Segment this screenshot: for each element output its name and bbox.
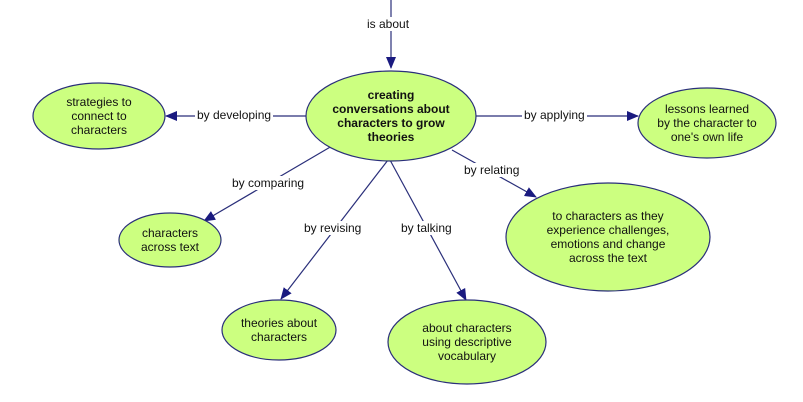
node-lessons (637, 87, 777, 159)
node-strategies-text: strategies to connect to characters (66, 95, 132, 137)
node-relating-target (505, 182, 711, 292)
node-across-text-text: characters across text (140, 226, 200, 254)
node-relating-target-text: to characters as they experience challen… (546, 209, 670, 265)
node-theories-text: theories about characters (240, 316, 318, 344)
edge-label-by-relating: by relating (462, 163, 522, 177)
node-strategies (32, 82, 166, 150)
edge-label-by-developing: by developing (195, 108, 274, 122)
edge-label-by-applying: by applying (522, 108, 587, 122)
node-vocabulary-text: about characters using descriptive vocab… (422, 321, 512, 363)
node-central-text: creating conversations about characters … (332, 88, 450, 144)
edge-label-by-revising: by revising (302, 221, 364, 235)
edge-label-is-about: is about (365, 17, 412, 31)
edge-label-by-talking: by talking (399, 221, 454, 235)
node-across-text (118, 212, 222, 268)
node-vocabulary (387, 299, 547, 385)
node-theories (221, 299, 337, 361)
edge-label-by-comparing: by comparing (230, 176, 307, 190)
node-central (305, 70, 477, 162)
node-lessons-text: lessons learned by the character to one'… (657, 102, 757, 144)
